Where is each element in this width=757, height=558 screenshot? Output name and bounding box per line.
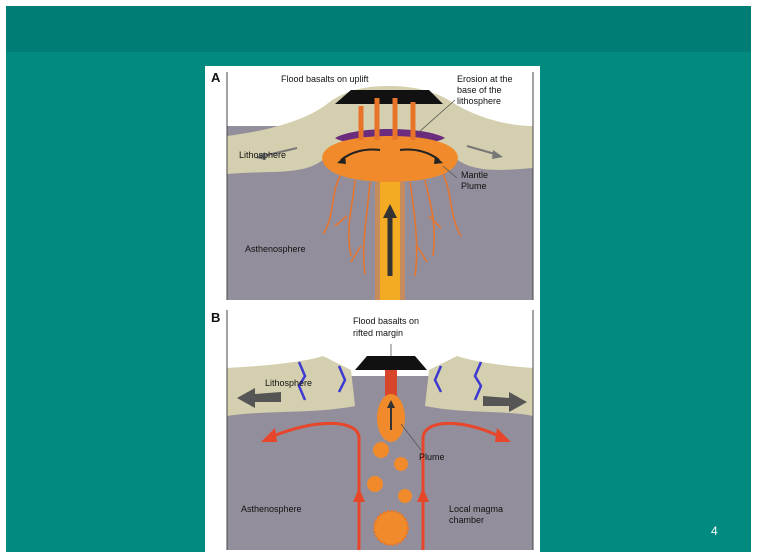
label-erosion-line3: lithosphere: [457, 96, 501, 106]
label-flood-basalts-uplift: Flood basalts on uplift: [281, 74, 369, 84]
panel-b-letter: B: [211, 310, 220, 325]
panel-b-diagram: B Flood basalts on rifted margin Lithosp…: [205, 306, 540, 552]
label-asthenosphere-b: Asthenosphere: [241, 504, 302, 514]
label-erosion-line2: base of the: [457, 85, 502, 95]
panel-a-diagram: A Flood basalts on uplift Erosion at the…: [205, 66, 540, 304]
label-lithosphere-b: Lithosphere: [265, 378, 312, 388]
slide: A Flood basalts on uplift Erosion at the…: [6, 6, 751, 552]
label-erosion-line1: Erosion at the: [457, 74, 513, 84]
label-local-magma-line2: chamber: [449, 515, 484, 525]
local-magma-chamber: [374, 511, 408, 545]
label-mantle-plume-line1: Mantle: [461, 170, 488, 180]
flood-basalt-cap-b: [355, 356, 427, 370]
slide-header-band: [6, 6, 751, 52]
flood-basalt-cap-a: [335, 90, 443, 104]
mantle-plume-figure: A Flood basalts on uplift Erosion at the…: [205, 66, 540, 552]
label-flood-rifted-line2: rifted margin: [353, 328, 403, 338]
panel-a-letter: A: [211, 70, 221, 85]
label-flood-rifted-line1: Flood basalts on: [353, 316, 419, 326]
label-local-magma-line1: Local magma: [449, 504, 503, 514]
label-asthenosphere-a: Asthenosphere: [245, 244, 306, 254]
label-mantle-plume-line2: Plume: [461, 181, 487, 191]
page-number: 4: [711, 524, 718, 538]
label-plume-b: Plume: [419, 452, 445, 462]
label-lithosphere-a: Lithosphere: [239, 150, 286, 160]
